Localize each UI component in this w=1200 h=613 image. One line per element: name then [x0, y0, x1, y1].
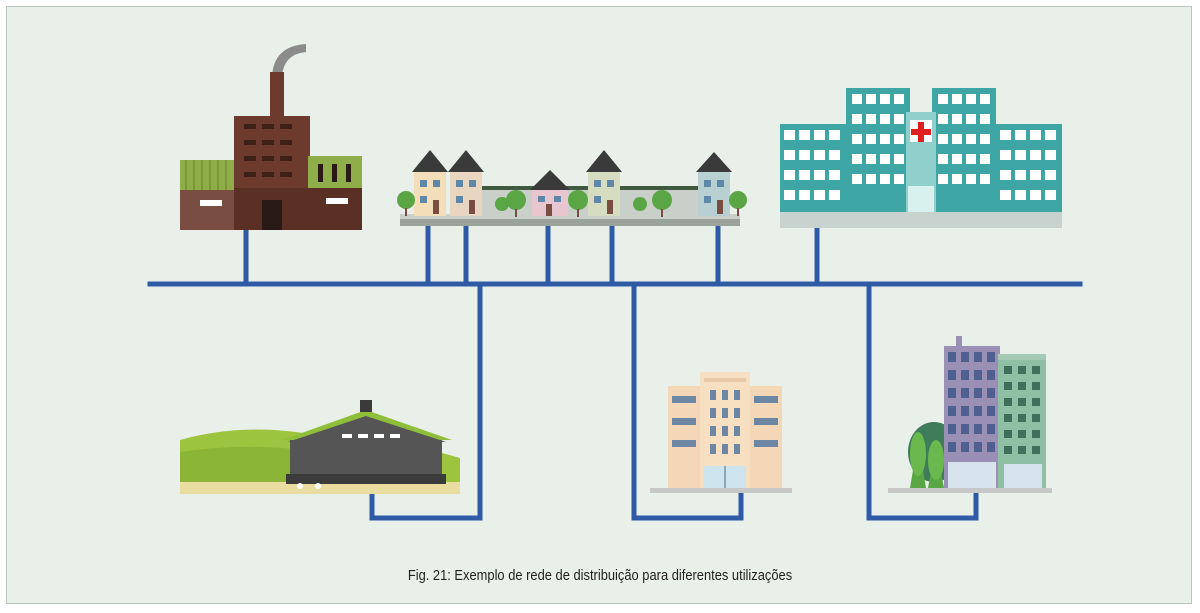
apartment-building	[650, 372, 792, 493]
farm-barn	[180, 400, 460, 494]
figure-caption: Fig. 21: Exemplo de rede de distribuição…	[407, 567, 793, 584]
factory-building	[180, 44, 362, 230]
smoke-plume	[272, 44, 306, 76]
row-houses	[397, 150, 747, 226]
hospital-building	[780, 88, 1062, 228]
branch-apartment	[631, 281, 744, 521]
city-buildings	[888, 336, 1052, 493]
branch-city	[866, 281, 979, 521]
branch-barn	[369, 281, 483, 521]
pipe-network	[147, 225, 1083, 521]
